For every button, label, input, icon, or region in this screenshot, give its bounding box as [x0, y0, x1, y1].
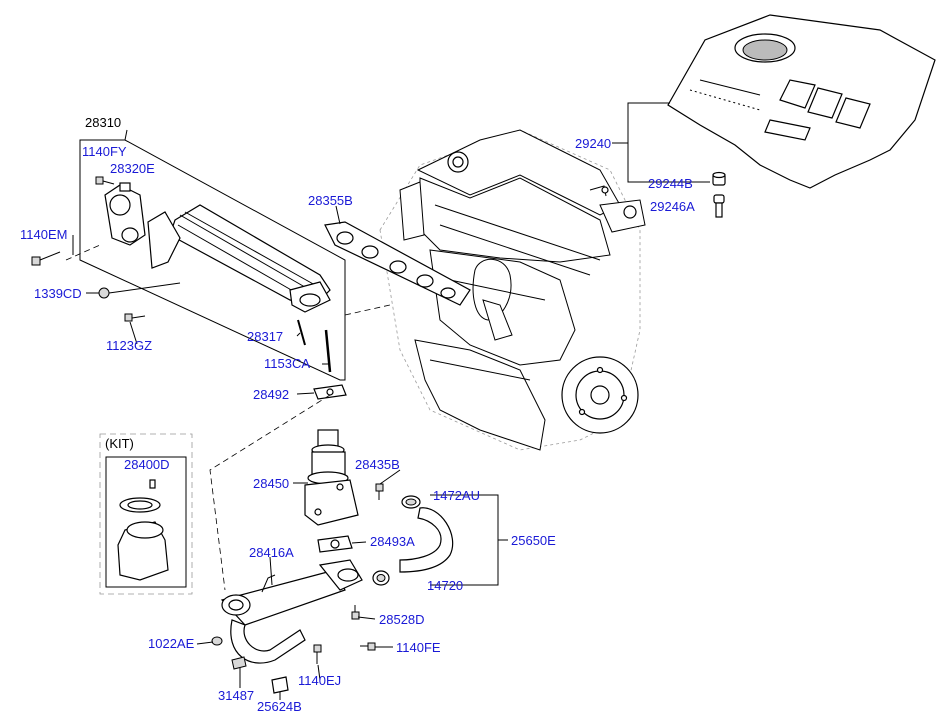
label-25650e[interactable]: 25650E: [511, 533, 556, 548]
kit-inner-box: [105, 456, 187, 588]
kit-valve[interactable]: [117, 479, 169, 581]
label-28493a[interactable]: 28493A: [370, 534, 415, 549]
label-1339cd[interactable]: 1339CD: [34, 286, 82, 301]
label-28400d[interactable]: 28400D: [124, 457, 170, 472]
bolt-1140em[interactable]: [31, 251, 61, 266]
label-1472au[interactable]: 1472AU: [433, 488, 480, 503]
gasket-28493a[interactable]: [317, 535, 353, 553]
pin-29246a[interactable]: [713, 194, 725, 218]
clamp-1472au[interactable]: [401, 495, 421, 509]
egr-valve[interactable]: [304, 429, 359, 526]
bracket-25624b[interactable]: [271, 676, 289, 694]
label-1140em[interactable]: 1140EM: [20, 227, 68, 242]
label-28450[interactable]: 28450: [253, 476, 290, 491]
label-28320e[interactable]: 28320E: [110, 161, 155, 176]
label-29246a[interactable]: 29246A: [650, 199, 695, 214]
kit-outline: [99, 433, 193, 595]
egr-pipe[interactable]: [220, 559, 363, 664]
egr-cooler[interactable]: [147, 204, 331, 313]
nut-1022ae[interactable]: [211, 636, 223, 646]
label-29244b[interactable]: 29244B: [648, 176, 693, 191]
engine-assembly[interactable]: [379, 129, 646, 451]
bolt-1140ej[interactable]: [313, 644, 322, 664]
label-28492[interactable]: 28492: [253, 387, 290, 402]
bolt-28528d[interactable]: [351, 605, 360, 620]
label-1022ae[interactable]: 1022AE: [148, 636, 195, 651]
bolt-1140fe[interactable]: [360, 642, 376, 651]
label-1140fe[interactable]: 1140FE: [396, 640, 441, 655]
nut-1339cd[interactable]: [98, 287, 110, 299]
stud-1153ca[interactable]: [324, 329, 332, 373]
clip-31487[interactable]: [231, 656, 247, 670]
intake-gasket[interactable]: [324, 221, 471, 306]
hose-25650e[interactable]: [399, 507, 454, 573]
label-28317[interactable]: 28317: [247, 329, 284, 344]
grommet-29244b[interactable]: [712, 171, 726, 186]
label-29240[interactable]: 29240: [575, 136, 612, 151]
label-1140ej[interactable]: 1140EJ: [298, 673, 342, 688]
egr-valve-actuator[interactable]: [104, 182, 146, 246]
bolt-1123gz[interactable]: [124, 313, 146, 322]
clamp-14720[interactable]: [372, 570, 390, 586]
label-kit: (KIT): [105, 436, 134, 451]
label-28355b[interactable]: 28355B: [308, 193, 353, 208]
label-14720[interactable]: 14720: [427, 578, 464, 593]
label-25624b[interactable]: 25624B: [257, 699, 302, 714]
label-28528d[interactable]: 28528D: [379, 612, 425, 627]
label-28416a[interactable]: 28416A: [249, 545, 294, 560]
label-1123gz[interactable]: 1123GZ: [106, 338, 153, 353]
label-31487[interactable]: 31487: [218, 688, 255, 703]
label-1140fy[interactable]: 1140FY: [82, 144, 127, 159]
label-28310: 28310: [85, 115, 122, 130]
engine-cover[interactable]: [667, 14, 936, 189]
bolt-1140fy[interactable]: [95, 176, 115, 185]
bolt-28435b[interactable]: [375, 483, 384, 500]
stud-28317[interactable]: [297, 319, 306, 346]
label-28435b[interactable]: 28435B: [355, 457, 400, 472]
gasket-28492[interactable]: [313, 384, 347, 400]
label-1153ca[interactable]: 1153CA: [264, 356, 311, 371]
